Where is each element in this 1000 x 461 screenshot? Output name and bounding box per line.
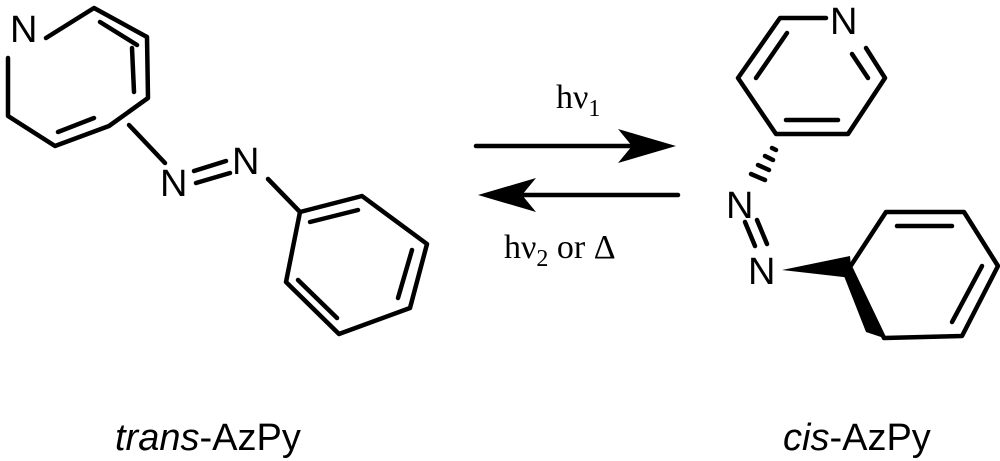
trans-azpy-label: trans-AzPy	[115, 417, 301, 459]
trans-azo-double-bond-b	[193, 170, 233, 186]
trans-azo-n1: N	[160, 163, 187, 205]
reverse-arrowhead	[478, 178, 536, 212]
trans-phenyl-ring	[283, 193, 430, 337]
cis-azpy-label: cis-AzPy	[783, 417, 931, 459]
cis-azo-n1: N	[726, 185, 753, 227]
trans-n-c-bond	[265, 176, 303, 215]
trans-azo-double-bond-a	[191, 158, 229, 174]
trans-azo-n2: N	[232, 141, 259, 183]
cis-azo-double-bond-a	[742, 219, 758, 249]
cis-hashed-wedge-bond	[748, 145, 779, 183]
trans-azpy-structure: N N N	[5, 5, 430, 337]
trans-pyridine-ring	[5, 5, 151, 149]
cis-solid-wedge-bond	[782, 256, 852, 278]
trans-c-n-bond	[126, 122, 168, 166]
reverse-condition: hν2 or Δ	[504, 229, 616, 272]
forward-condition: hν1	[556, 79, 600, 122]
forward-arrowhead	[618, 129, 676, 163]
cis-pyridine-ring	[735, 15, 888, 137]
cis-pyridine-n: N	[830, 1, 857, 43]
equilibrium-arrows	[473, 129, 681, 212]
trans-pyridine-n: N	[10, 9, 37, 51]
cis-phenyl-ring	[844, 209, 1000, 341]
cis-azo-n2: N	[748, 251, 775, 293]
cis-azo-double-bond-b	[754, 217, 770, 247]
cis-azpy-structure: N N N	[726, 1, 1000, 341]
